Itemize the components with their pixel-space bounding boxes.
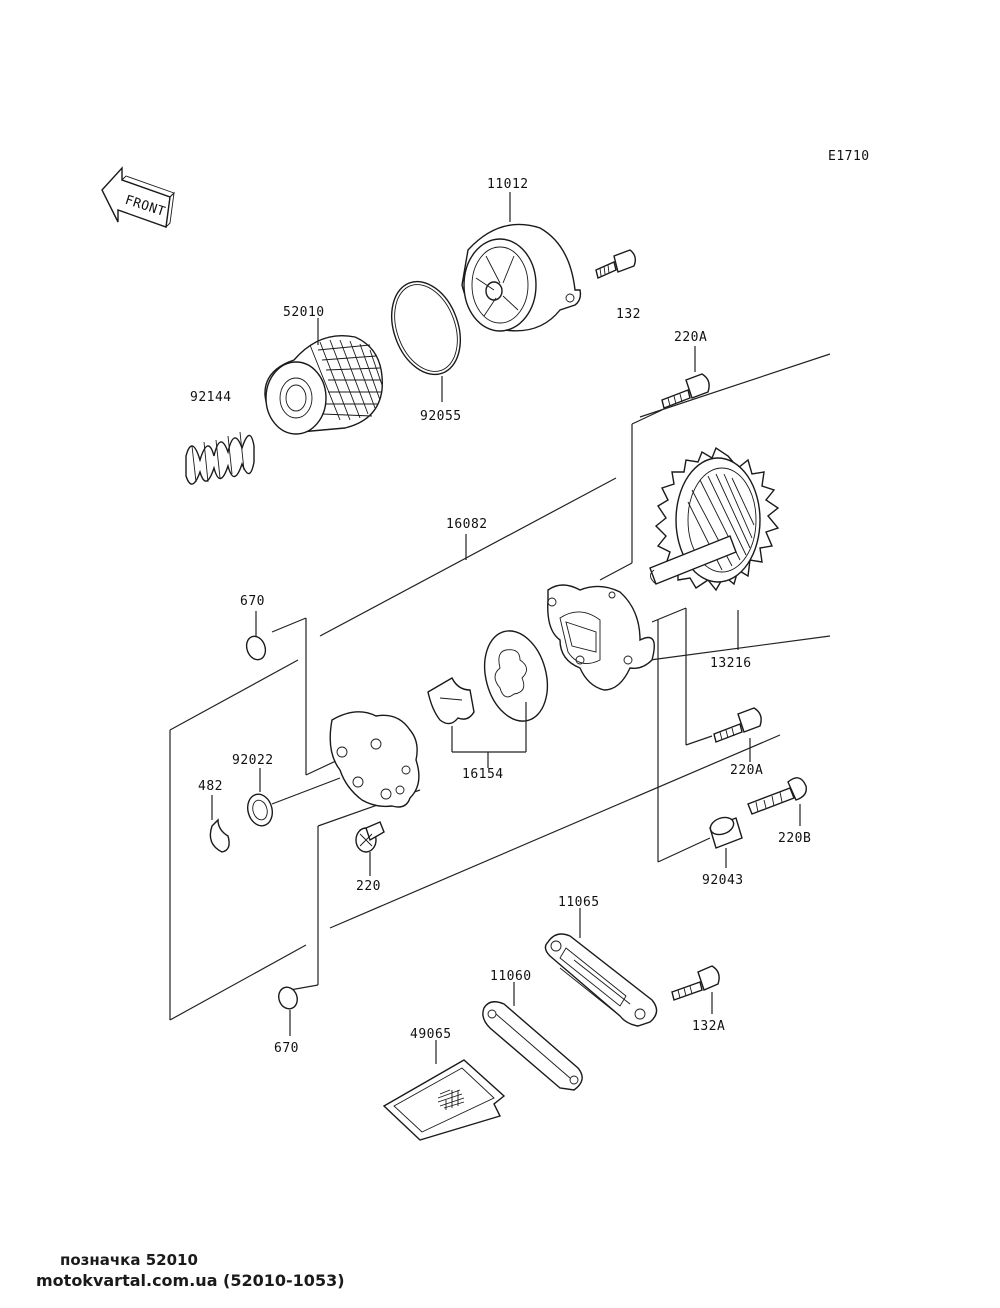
label-11012: 11012 <box>487 177 529 192</box>
collar-92043 <box>709 816 743 849</box>
o-ring-670-bottom <box>278 986 298 1010</box>
filter-cover <box>461 223 582 332</box>
spring-92144 <box>185 431 255 485</box>
label-11065: 11065 <box>558 895 600 910</box>
gasket-11060 <box>482 1001 583 1091</box>
bolt-220A-mid <box>713 707 762 743</box>
label-482: 482 <box>198 779 223 794</box>
rotor-set-16154 <box>427 630 549 725</box>
oil-strainer-49065 <box>382 1059 506 1141</box>
label-16154: 16154 <box>462 767 504 782</box>
front-arrow-icon: FRONT <box>101 166 175 229</box>
label-220A-top: 220A <box>674 330 707 345</box>
gear-13216 <box>649 446 780 592</box>
pump-cover-plate <box>329 711 420 808</box>
label-92144: 92144 <box>190 390 232 405</box>
diagram-code: E1710 <box>828 149 870 164</box>
label-52010: 52010 <box>283 305 325 320</box>
label-13216: 13216 <box>710 656 752 671</box>
label-132: 132 <box>616 307 641 322</box>
bolt-220B <box>747 777 807 815</box>
oil-filter-52010 <box>264 335 383 435</box>
strainer-cover-11065 <box>544 933 658 1027</box>
footer-caption: позначка 52010 <box>60 1251 198 1269</box>
footer-site: motokvartal.com.ua (52010-1053) <box>36 1271 345 1290</box>
label-16082: 16082 <box>446 517 488 532</box>
label-132A: 132A <box>692 1019 725 1034</box>
label-49065: 49065 <box>410 1027 452 1042</box>
circlip-482 <box>209 818 230 853</box>
bolt-220A-top <box>661 373 710 409</box>
screw-220 <box>355 821 385 853</box>
pump-body <box>547 584 655 691</box>
assembly-bracket-16082 <box>169 353 831 1021</box>
label-220A-mid: 220A <box>730 763 763 778</box>
o-ring-670-top <box>245 635 267 661</box>
label-670-bottom: 670 <box>274 1041 299 1056</box>
o-ring-92055 <box>391 280 461 376</box>
bolt-132 <box>595 249 637 279</box>
label-220B: 220B <box>778 831 811 846</box>
label-670-top: 670 <box>240 594 265 609</box>
bolt-132A <box>671 965 720 1001</box>
washer-92022 <box>246 793 274 827</box>
label-92043: 92043 <box>702 873 744 888</box>
label-92022: 92022 <box>232 753 274 768</box>
label-220: 220 <box>356 879 381 894</box>
label-11060: 11060 <box>490 969 532 984</box>
label-92055: 92055 <box>420 409 462 424</box>
